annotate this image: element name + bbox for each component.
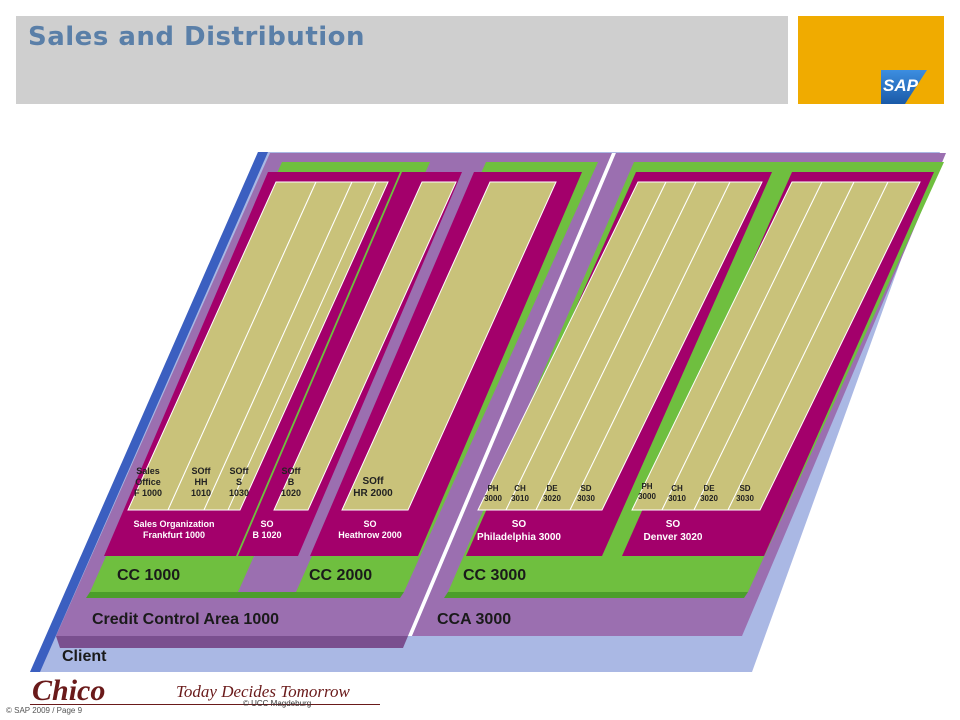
office-denver-3: [727, 181, 921, 511]
cc-3000-label: CC 3000: [463, 567, 527, 584]
cc-bottom-1: [86, 592, 404, 598]
footer-copyright-ucc: © UCC Magdeburg: [243, 699, 312, 708]
sap-logo-text: SAP: [883, 76, 918, 95]
footer-divider: [30, 704, 380, 705]
sales-office-b1020-label: SOff B 1020: [280, 466, 302, 498]
sap-logo-icon: [881, 70, 927, 104]
office-none-0: [227, 181, 377, 511]
sales-office-hh1010-label: SOff HH 1010: [190, 466, 212, 498]
cca-3000-label: CCA 3000: [437, 611, 512, 628]
title-bar: Sales and Distribution: [16, 16, 788, 104]
cc-2000-label: CC 2000: [309, 567, 373, 584]
client-label: Client: [62, 648, 107, 665]
page-title: Sales and Distribution: [28, 22, 366, 52]
cca-1000-label: Credit Control Area 1000: [92, 611, 280, 628]
sales-office-hr2000-label: SOff HR 2000: [353, 476, 393, 499]
cca-gap: [408, 153, 616, 636]
cc-bottom-2: [444, 592, 748, 598]
office-b1020-0: [273, 181, 457, 511]
client-edge: [30, 152, 268, 672]
brand-color-block: [798, 16, 944, 104]
footer-slogan: Today Decides Tomorrow: [176, 682, 350, 701]
office-heathrow-0: [341, 181, 557, 511]
chico-logo: Chico: [32, 674, 106, 707]
cca-1000-bottom: [56, 636, 408, 648]
sales-office-f1000-label: Sales Office F 1000: [133, 466, 163, 498]
sales-office-s1030-label: SOff S 1030: [228, 466, 250, 498]
office-philadelphia-3: [569, 181, 763, 511]
page-footer: © SAP 2009 / Page 9: [6, 706, 83, 715]
cc-1000-label: CC 1000: [117, 567, 181, 584]
